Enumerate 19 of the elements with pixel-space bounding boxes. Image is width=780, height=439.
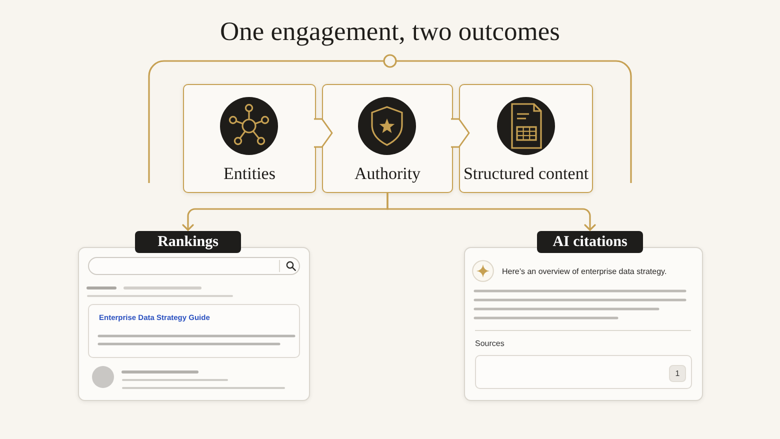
chevron-connector (450, 118, 470, 148)
diagram-title: One engagement, two outcomes (220, 15, 560, 48)
ai-answer-panel (464, 231, 703, 401)
chevron-connector (313, 118, 333, 148)
step-box (183, 84, 316, 193)
search-results-panel (78, 231, 310, 401)
heading-label: Rankings (135, 231, 241, 253)
step-label: Entities (224, 164, 276, 184)
search-result-card (88, 304, 300, 358)
arrow (386, 193, 596, 231)
heading-label: AI citations (537, 231, 643, 253)
step-box (459, 84, 593, 193)
sources-heading: Sources (475, 339, 504, 349)
step-label: Structured content (463, 164, 589, 184)
step-box (322, 84, 453, 193)
answer-text: Here’s an overview of enterprise data strategy. (502, 267, 667, 277)
source-card (475, 355, 692, 389)
citation-number: 1 (669, 365, 686, 382)
step-label: Authority (354, 164, 421, 184)
